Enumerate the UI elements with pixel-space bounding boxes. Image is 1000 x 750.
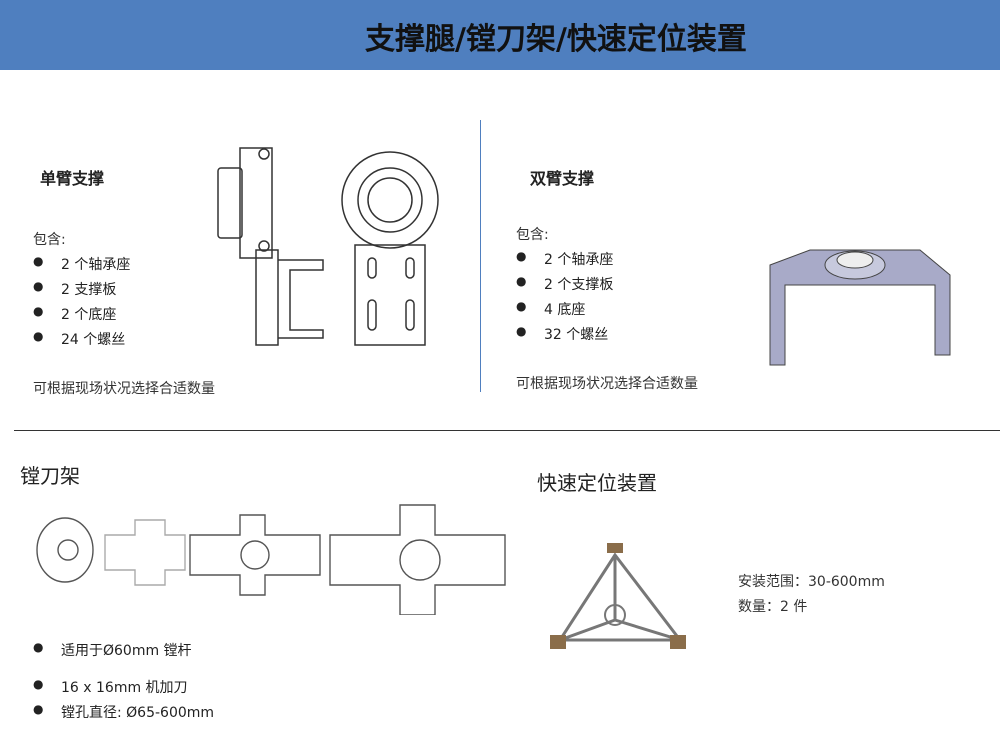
list-item: 16 x 16mm 机加刀 (33, 677, 214, 702)
locator-drawing (550, 543, 686, 649)
list-item: 适用于Ø60mm 镗杆 (33, 640, 214, 677)
list-item: 2 个轴承座 (33, 254, 130, 279)
boring-holder-heading: 镗刀架 (20, 464, 80, 488)
header-bar (0, 0, 1000, 70)
single-contains-label: 包含: (33, 232, 66, 248)
list-item: 2 个底座 (33, 304, 130, 329)
install-range: 安装范围：30-600mm (738, 574, 885, 590)
boring-holder-drawing (36, 504, 506, 615)
double-items-list: 2 个轴承座 2 个支撑板 4 底座 32 个螺丝 (516, 249, 613, 349)
single-arm-heading: 单臂支撑 (40, 169, 105, 188)
single-arm-drawing (217, 147, 439, 346)
double-arm-heading: 双臂支撑 (530, 169, 595, 188)
list-item: 32 个螺丝 (516, 324, 613, 349)
vertical-divider (480, 120, 481, 392)
locator-heading: 快速定位装置 (537, 471, 657, 495)
page-title: 支撑腿/镗刀架/快速定位装置 (365, 22, 747, 57)
list-item: 2 支撑板 (33, 279, 130, 304)
quantity: 数量：2 件 (738, 599, 808, 615)
list-item: 2 个轴承座 (516, 249, 613, 274)
list-item: 24 个螺丝 (33, 329, 130, 354)
single-items-list: 2 个轴承座 2 支撑板 2 个底座 24 个螺丝 (33, 254, 130, 354)
double-arm-drawing (769, 249, 951, 366)
single-note: 可根据现场状况选择合适数量 (33, 381, 215, 397)
horizontal-divider (14, 430, 1000, 431)
double-note: 可根据现场状况选择合适数量 (516, 376, 698, 392)
boring-items-list: 适用于Ø60mm 镗杆 16 x 16mm 机加刀 镗孔直径: Ø65-600m… (33, 640, 214, 727)
list-item: 4 底座 (516, 299, 613, 324)
list-item: 2 个支撑板 (516, 274, 613, 299)
list-item: 镗孔直径: Ø65-600mm (33, 702, 214, 727)
double-contains-label: 包含: (516, 227, 549, 243)
